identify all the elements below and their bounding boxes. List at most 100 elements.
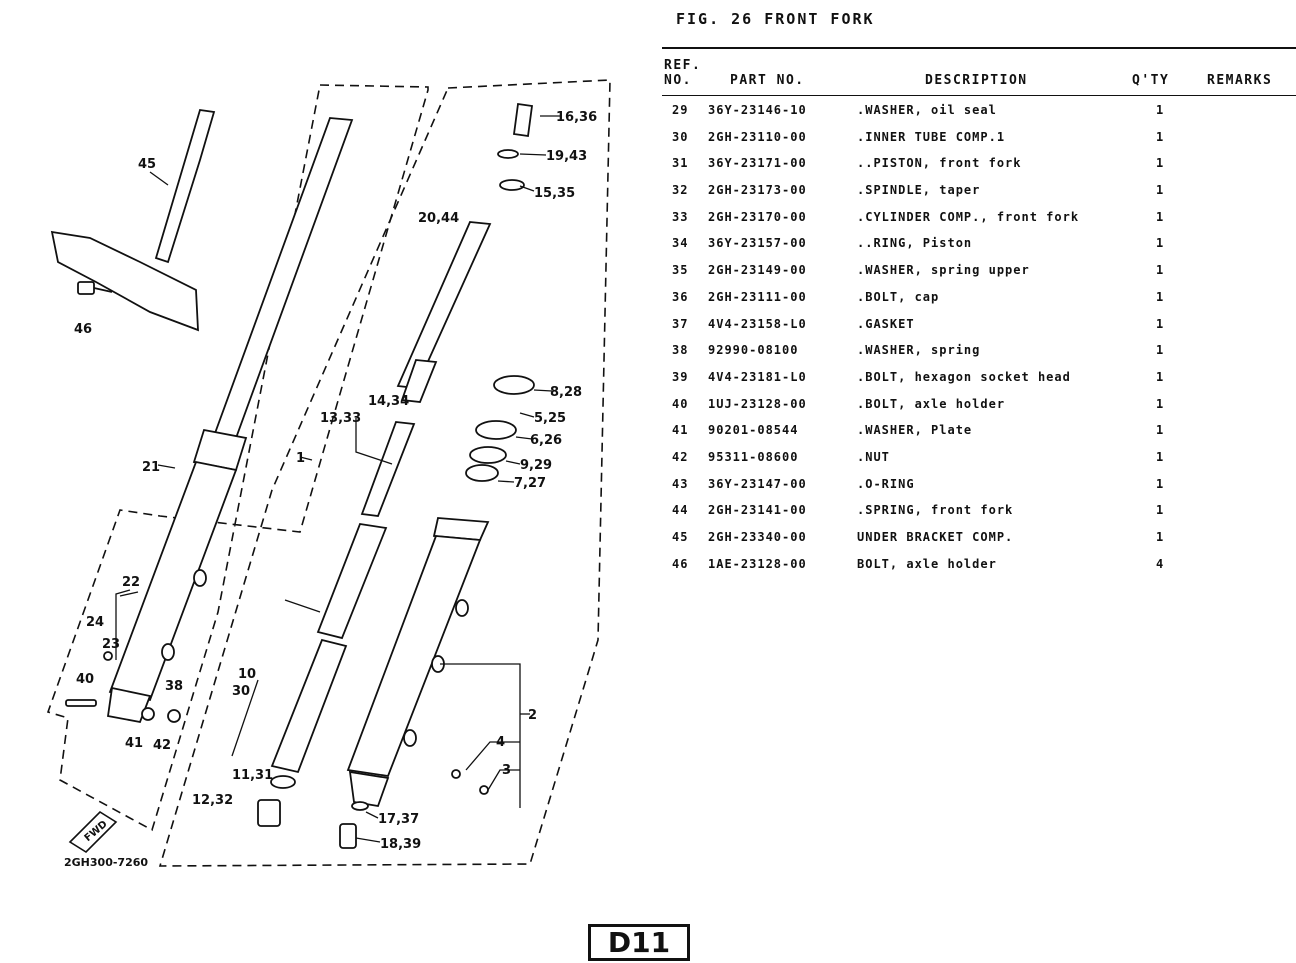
qty-cell: 1 — [1156, 289, 1165, 304]
part-no-cell: 2GH-23111-00 — [708, 289, 807, 304]
ref-cell: 36 — [672, 289, 689, 304]
part-no-cell: 2GH-23141-00 — [708, 503, 807, 518]
description-cell: .INNER TUBE COMP.1 — [857, 129, 1006, 144]
header-description: DESCRIPTION — [925, 73, 1028, 88]
qty-cell: 1 — [1156, 183, 1165, 198]
ref-cell: 33 — [672, 209, 689, 224]
fwd-arrow-icon: FWD — [68, 810, 118, 854]
qty-cell: 1 — [1156, 209, 1165, 224]
ref-cell: 40 — [672, 396, 689, 411]
header-top-rule — [662, 47, 1296, 49]
drawing-number: 2GH300-7260 — [64, 856, 149, 869]
qty-cell: 1 — [1156, 503, 1165, 518]
callout-20-44: 20,44 — [418, 211, 459, 226]
ref-cell: 32 — [672, 183, 689, 198]
header-bottom-rule — [662, 95, 1296, 96]
ref-cell: 30 — [672, 129, 689, 144]
description-cell: .O-RING — [857, 476, 915, 491]
part-no-cell: 2GH-23340-00 — [708, 530, 807, 544]
part-no-cell: 2GH-23170-00 — [708, 209, 807, 224]
callout-23: 23 — [102, 637, 120, 652]
header-qty: Q'TY — [1132, 73, 1170, 88]
callout-46: 46 — [74, 322, 92, 337]
part-no-cell: 36Y-23171-00 — [708, 156, 807, 171]
part-no-cell: 92990-08100 — [708, 343, 799, 358]
callout-41: 41 — [125, 736, 143, 751]
ref-cell: 39 — [672, 369, 689, 384]
page-code: D11 — [588, 924, 690, 961]
fork-drawing — [50, 102, 535, 849]
qty-cell: 1 — [1156, 103, 1165, 117]
ref-cell: 35 — [672, 263, 689, 278]
callout-24: 24 — [86, 615, 104, 630]
part-no-cell: 95311-08600 — [708, 449, 799, 464]
callout-3: 3 — [502, 763, 511, 778]
table-row: 33 2GH-23170-00 .CYLINDER COMP., front for… — [662, 205, 1296, 232]
ref-cell: 43 — [672, 476, 689, 491]
table-row: 36 2GH-23111-00 .BOLT, cap 1 — [662, 285, 1296, 312]
callout-8-28: 8,28 — [550, 385, 582, 400]
qty-cell: 1 — [1156, 369, 1165, 384]
part-no-cell: 1UJ-23128-00 — [708, 396, 807, 411]
callout-22: 22 — [122, 575, 140, 590]
description-cell: .GASKET — [857, 316, 915, 331]
part-no-cell: 2GH-23173-00 — [708, 183, 807, 198]
qty-cell: 1 — [1156, 129, 1165, 144]
description-cell: .CYLINDER COMP., front fork — [857, 209, 1080, 224]
qty-cell: 1 — [1156, 263, 1165, 278]
part-no-cell: 2GH-23149-00 — [708, 263, 807, 278]
callout-40: 40 — [76, 672, 94, 687]
callout-18-39: 18,39 — [380, 837, 421, 852]
callout-10: 10 — [238, 667, 256, 682]
description-cell: ..RING, Piston — [857, 236, 973, 251]
description-cell: BOLT, axle holder — [857, 556, 997, 571]
qty-cell: 1 — [1156, 156, 1165, 171]
part-no-cell: 36Y-23146-10 — [708, 103, 807, 117]
ref-cell: 44 — [672, 503, 689, 518]
description-cell: ..PISTON, front fork — [857, 156, 1022, 171]
callout-30: 30 — [232, 684, 250, 699]
callout-12-32: 12,32 — [192, 793, 233, 808]
qty-cell: 1 — [1156, 476, 1165, 491]
dashed-boundaries — [46, 79, 611, 867]
description-cell: .BOLT, hexagon socket head — [857, 369, 1071, 384]
table-row: 34 36Y-23157-00 ..RING, Piston 1 — [662, 231, 1296, 258]
header-ref: REF. — [664, 58, 702, 73]
callout-38: 38 — [165, 679, 183, 694]
part-no-cell: 2GH-23110-00 — [708, 129, 807, 144]
qty-cell: 1 — [1156, 396, 1165, 411]
ref-cell: 45 — [672, 530, 689, 544]
qty-cell: 4 — [1156, 556, 1165, 571]
qty-cell: 1 — [1156, 423, 1165, 438]
callout-17-37: 17,37 — [378, 812, 419, 827]
description-cell: .WASHER, Plate — [857, 423, 973, 438]
ref-cell: 34 — [672, 236, 689, 251]
ref-cell: 46 — [672, 556, 689, 571]
part-no-cell: 4V4-23181-L0 — [708, 369, 807, 384]
qty-cell: 1 — [1156, 316, 1165, 331]
description-cell: .SPRING, front fork — [857, 503, 1014, 518]
description-cell: .WASHER, spring — [857, 343, 981, 358]
header-part-no: PART NO. — [730, 73, 805, 88]
callout-42: 42 — [153, 738, 171, 753]
callout-21: 21 — [142, 460, 160, 475]
qty-cell: 1 — [1156, 236, 1165, 251]
description-cell: .NUT — [857, 449, 890, 464]
callout-9-29: 9,29 — [520, 458, 552, 473]
callout-16-36: 16,36 — [556, 110, 597, 125]
description-cell: .BOLT, cap — [857, 289, 940, 304]
part-no-cell: 36Y-23157-00 — [708, 236, 807, 251]
callout-7-27: 7,27 — [514, 476, 546, 491]
callout-6-26: 6,26 — [530, 433, 562, 448]
table-row: 39 4V4-23181-L0 .BOLT, hexagon socket head… — [662, 365, 1296, 392]
qty-cell: 1 — [1156, 530, 1165, 544]
callout-1: 1 — [296, 451, 305, 466]
